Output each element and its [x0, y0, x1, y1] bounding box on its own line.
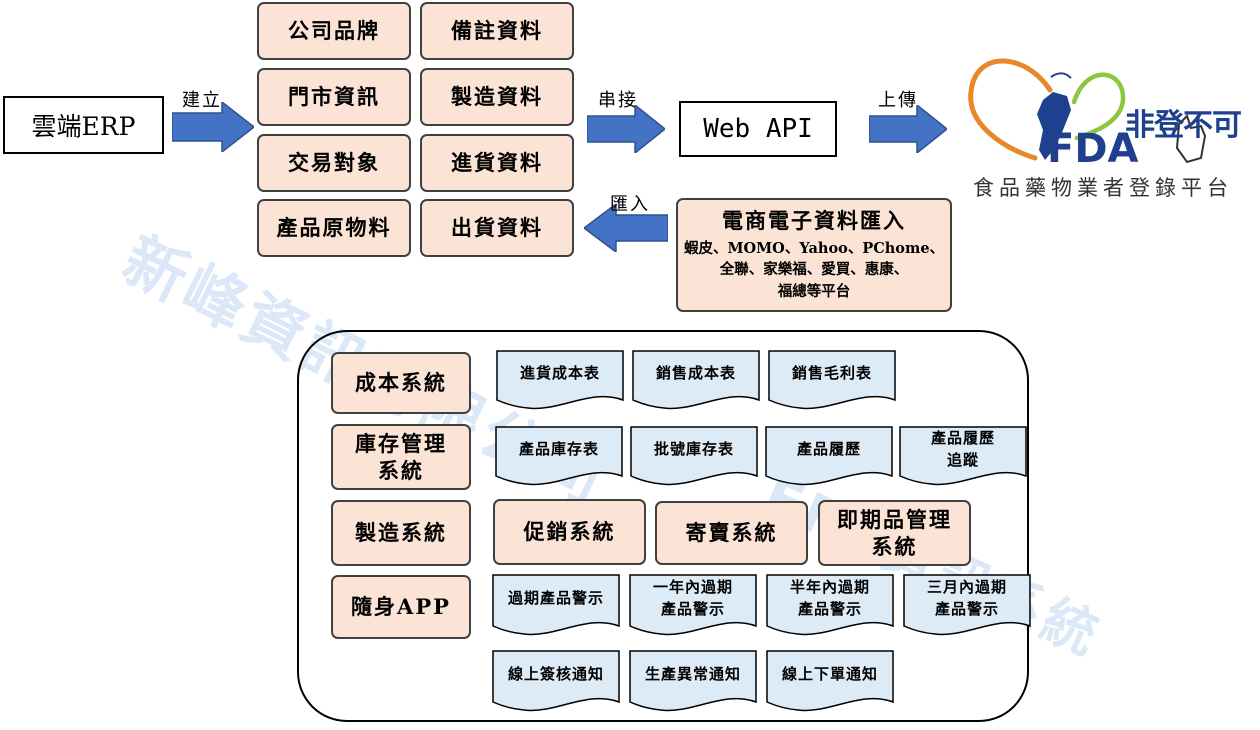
fda-word: FDA: [1047, 126, 1139, 172]
erp-data-shipping: 出貨資料: [420, 199, 574, 257]
ecommerce-line-3: 福總等平台: [777, 283, 851, 301]
doc-half-year-alert: 半年內過期產品警示: [766, 574, 894, 638]
doc-production-anomaly: 生產異常通知: [629, 650, 757, 714]
connect-label: 串接: [598, 90, 638, 111]
arrow-build: [172, 102, 254, 152]
ecommerce-line-2: 全聯、家樂福、愛買、惠康、: [719, 261, 909, 279]
ecommerce-line-1: 蝦皮、MOMO、Yahoo、PChome、: [683, 239, 945, 257]
cloud-erp-label: 雲端ERP: [31, 112, 136, 141]
fda-butterfly-icon: [968, 58, 1207, 164]
arrow-import: [584, 204, 668, 252]
build-label: 建立: [182, 90, 222, 111]
fda-slogan: 非登不可: [1125, 108, 1242, 143]
mobile-app: 隨身APP: [331, 575, 471, 639]
inventory-system: 庫存管理系統: [331, 424, 471, 490]
arrow-upload: [869, 105, 947, 153]
doc-batch-inventory: 批號庫存表: [630, 426, 758, 488]
erp-data-manufacturing: 製造資料: [420, 68, 574, 126]
doc-product-tracking: 產品履歷追蹤: [899, 426, 1027, 488]
doc-one-year-alert: 一年內過期產品警示: [629, 574, 757, 638]
erp-data-purchasing: 進貨資料: [420, 134, 574, 192]
erp-data-trading-partners: 交易對象: [257, 134, 411, 192]
consignment-system: 寄賣系統: [655, 501, 808, 565]
fda-logo: FDA 非登不可 食品藥物業者登錄平台: [955, 52, 1255, 202]
fda-platform-name: 食品藥物業者登錄平台: [973, 176, 1233, 200]
doc-three-month-alert: 三月內過期產品警示: [903, 574, 1031, 638]
manufacturing-system: 製造系統: [331, 500, 471, 566]
systems-container: [297, 330, 1029, 722]
doc-online-order: 線上下單通知: [766, 650, 894, 714]
cloud-erp-box: 雲端ERP: [3, 96, 164, 154]
ecommerce-import-box: 電商電子資料匯入 蝦皮、MOMO、Yahoo、PChome、 全聯、家樂福、愛買…: [676, 198, 952, 312]
erp-data-raw-materials: 產品原物料: [257, 199, 411, 257]
doc-online-approval: 線上簽核通知: [492, 650, 620, 714]
ecommerce-title: 電商電子資料匯入: [722, 208, 906, 234]
web-api-box: Web API: [679, 101, 837, 157]
arrow-connect: [587, 105, 665, 153]
erp-data-store-info: 門市資訊: [257, 68, 411, 126]
erp-data-company-brand: 公司品牌: [257, 2, 411, 60]
expiry-system: 即期品管理系統: [818, 500, 971, 566]
doc-expired-alert: 過期產品警示: [492, 574, 620, 638]
erp-data-remarks: 備註資料: [420, 2, 574, 60]
doc-product-inventory: 產品庫存表: [495, 426, 623, 488]
doc-purchase-cost: 進貨成本表: [496, 350, 624, 412]
promotion-system: 促銷系統: [493, 499, 646, 565]
web-api-label: Web API: [703, 114, 813, 144]
doc-product-history: 產品履歷: [765, 426, 893, 488]
doc-gross-profit: 銷售毛利表: [768, 350, 896, 412]
doc-sales-cost: 銷售成本表: [632, 350, 760, 412]
cost-system: 成本系統: [331, 352, 471, 414]
import-label: 匯入: [610, 194, 650, 215]
upload-label: 上傳: [878, 90, 918, 111]
